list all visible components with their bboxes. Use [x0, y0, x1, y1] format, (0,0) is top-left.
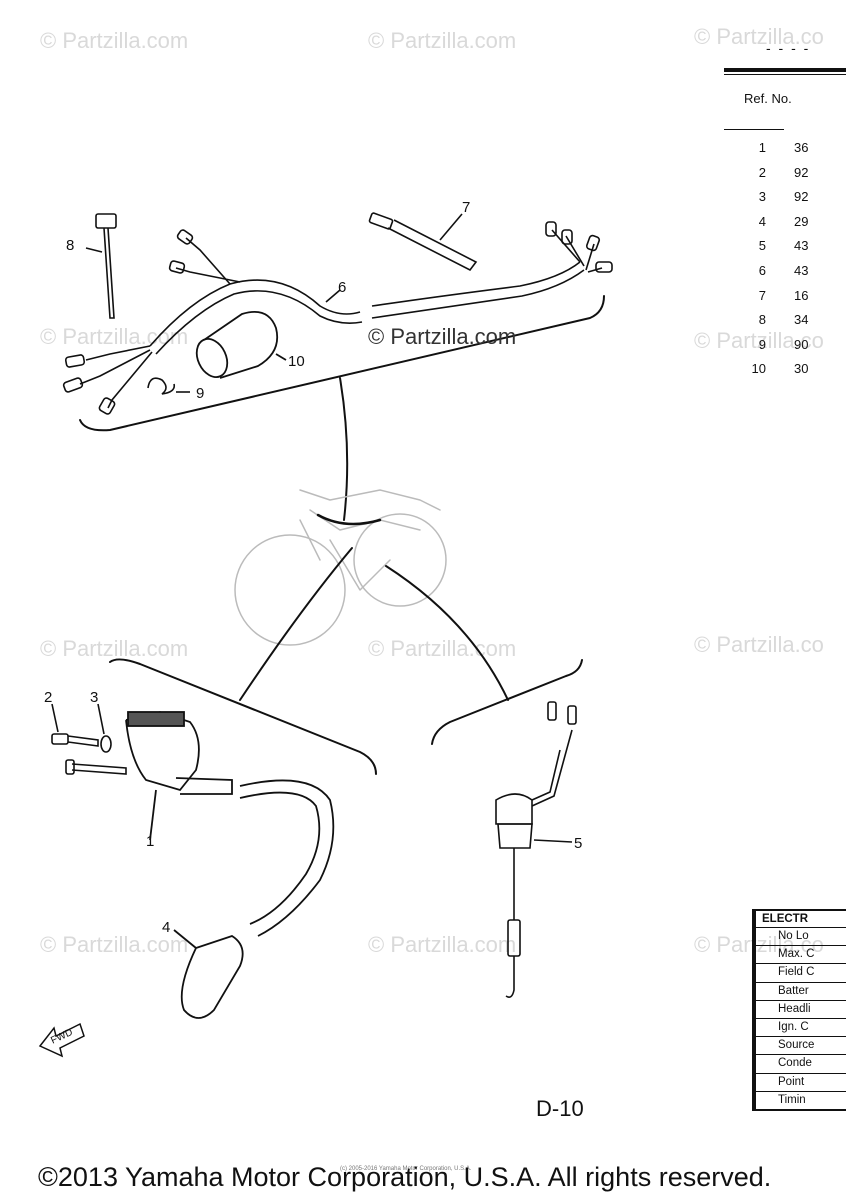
copyright-notice: ©2013 Yamaha Motor Corporation, U.S.A. A… — [38, 1162, 772, 1192]
electrical-spec-table: ELECTR No Lo Max. C Field C Batter Headl… — [752, 909, 846, 1111]
fwd-arrow-icon — [38, 1022, 85, 1058]
ref-no-header: Ref. No. — [744, 91, 792, 106]
table-row: 6 43 — [724, 259, 846, 284]
table-row: 5 43 — [724, 234, 846, 259]
switch-group-bracket — [431, 659, 583, 745]
leader-coil-to-bike — [239, 547, 353, 701]
ref-number: 4 — [758, 213, 766, 229]
table-row: 7 16 — [724, 284, 846, 309]
high-tension-lead — [239, 779, 335, 937]
part-4-plug-cap — [173, 929, 244, 1019]
header-dashes: - - - - — [766, 40, 811, 56]
ref-number: 9 — [758, 336, 766, 352]
part-3-washer — [97, 703, 112, 753]
table-header-rule — [724, 129, 784, 130]
table-row: 1 36 — [724, 136, 846, 161]
ref-number: 8 — [758, 312, 766, 328]
part-number: 92 — [794, 189, 809, 205]
watermark: © Partzilla.com — [368, 28, 517, 53]
table-row: 4 29 — [724, 210, 846, 235]
part-8-cable-tie — [85, 213, 117, 319]
part-number: 30 — [794, 361, 809, 377]
ref-number: 2 — [758, 164, 766, 180]
part-10-condenser — [195, 310, 287, 379]
electrical-row: Timin — [778, 1093, 806, 1106]
part-number: 92 — [794, 164, 809, 180]
electrical-row: Source — [756, 1037, 846, 1056]
electrical-row: Max. C — [756, 946, 846, 965]
callout-5: 5 — [574, 835, 582, 852]
callout-9: 9 — [196, 385, 204, 402]
table-row: 10 30 — [724, 357, 846, 382]
callout-6: 6 — [338, 279, 346, 296]
ref-number: 1 — [758, 140, 766, 155]
table-row: 2 92 — [724, 161, 846, 186]
center-watermark: © Partzilla.com — [368, 324, 517, 349]
part-7-band — [368, 212, 478, 272]
motorcycle-outline — [234, 489, 447, 646]
ref-number: 10 — [751, 361, 766, 377]
callout-1: 1 — [146, 833, 154, 850]
part-9-clamp — [147, 377, 190, 395]
part-1-ignition-coil — [125, 711, 233, 841]
part-5-neutral-switch — [495, 701, 577, 998]
part-number: 29 — [794, 213, 809, 229]
callout-8: 8 — [66, 237, 74, 254]
part-2-bolt — [51, 703, 99, 747]
watermark: © Partzilla.com — [368, 636, 517, 661]
parts-reference-table: Ref. No. 1 36 2 92 3 92 4 29 5 43 6 43 7 16 8 34… — [724, 68, 846, 382]
part-number: 16 — [794, 287, 809, 303]
leader-switch-to-bike — [385, 565, 509, 701]
part-number: 36 — [794, 140, 809, 155]
watermark: © Partzilla.co — [694, 24, 824, 49]
electrical-row: Headli — [756, 1001, 846, 1019]
part-number: 90 — [794, 336, 809, 352]
table-row: 8 34 — [724, 308, 846, 333]
callout-10: 10 — [288, 353, 305, 370]
electrical-row: Point — [756, 1074, 846, 1092]
electrical-row: Batter — [756, 983, 846, 1001]
callout-4: 4 — [162, 919, 170, 936]
top-group-bracket — [79, 295, 605, 432]
ref-number: 6 — [758, 262, 766, 278]
electrical-row: Ign. C — [756, 1019, 846, 1038]
watermark: © Partzilla.co — [694, 632, 824, 657]
callout-7: 7 — [462, 199, 470, 216]
table-top-rule — [724, 68, 846, 75]
fine-print: (c) 2005-2016 Yamaha Motor Corporation, … — [340, 1166, 472, 1172]
bike-wire-highlight — [316, 513, 382, 526]
page-number: D-10 — [536, 1096, 584, 1121]
part-6-wire-harness — [62, 221, 613, 415]
ref-number: 5 — [758, 238, 766, 254]
electrical-table-title: ELECTR — [756, 911, 846, 928]
electrical-row: No Lo — [756, 928, 846, 947]
watermark: © Partzilla.com — [40, 636, 189, 661]
watermark: © Partzilla.com — [40, 932, 189, 957]
part-number: 43 — [794, 238, 809, 254]
watermark: © Partzilla.co — [694, 328, 824, 353]
watermark: © Partzilla.com — [368, 932, 517, 957]
ignition-group-bracket — [109, 658, 377, 775]
electrical-row: Field C — [756, 964, 846, 983]
table-row: 9 90 — [724, 333, 846, 358]
callout-3: 3 — [90, 689, 98, 706]
table-row: 3 92 — [724, 185, 846, 210]
callout-2: 2 — [44, 689, 52, 706]
coil-mount-bolt — [65, 759, 127, 775]
part-number: 34 — [794, 312, 809, 328]
ref-number: 7 — [758, 287, 766, 303]
part-number: 43 — [794, 262, 809, 278]
watermark: © Partzilla.com — [40, 28, 189, 53]
watermark: © Partzilla.co — [694, 932, 824, 957]
electrical-row: Conde — [756, 1055, 846, 1074]
leader-harness-to-bike — [339, 377, 349, 521]
ref-number: 3 — [758, 189, 766, 205]
